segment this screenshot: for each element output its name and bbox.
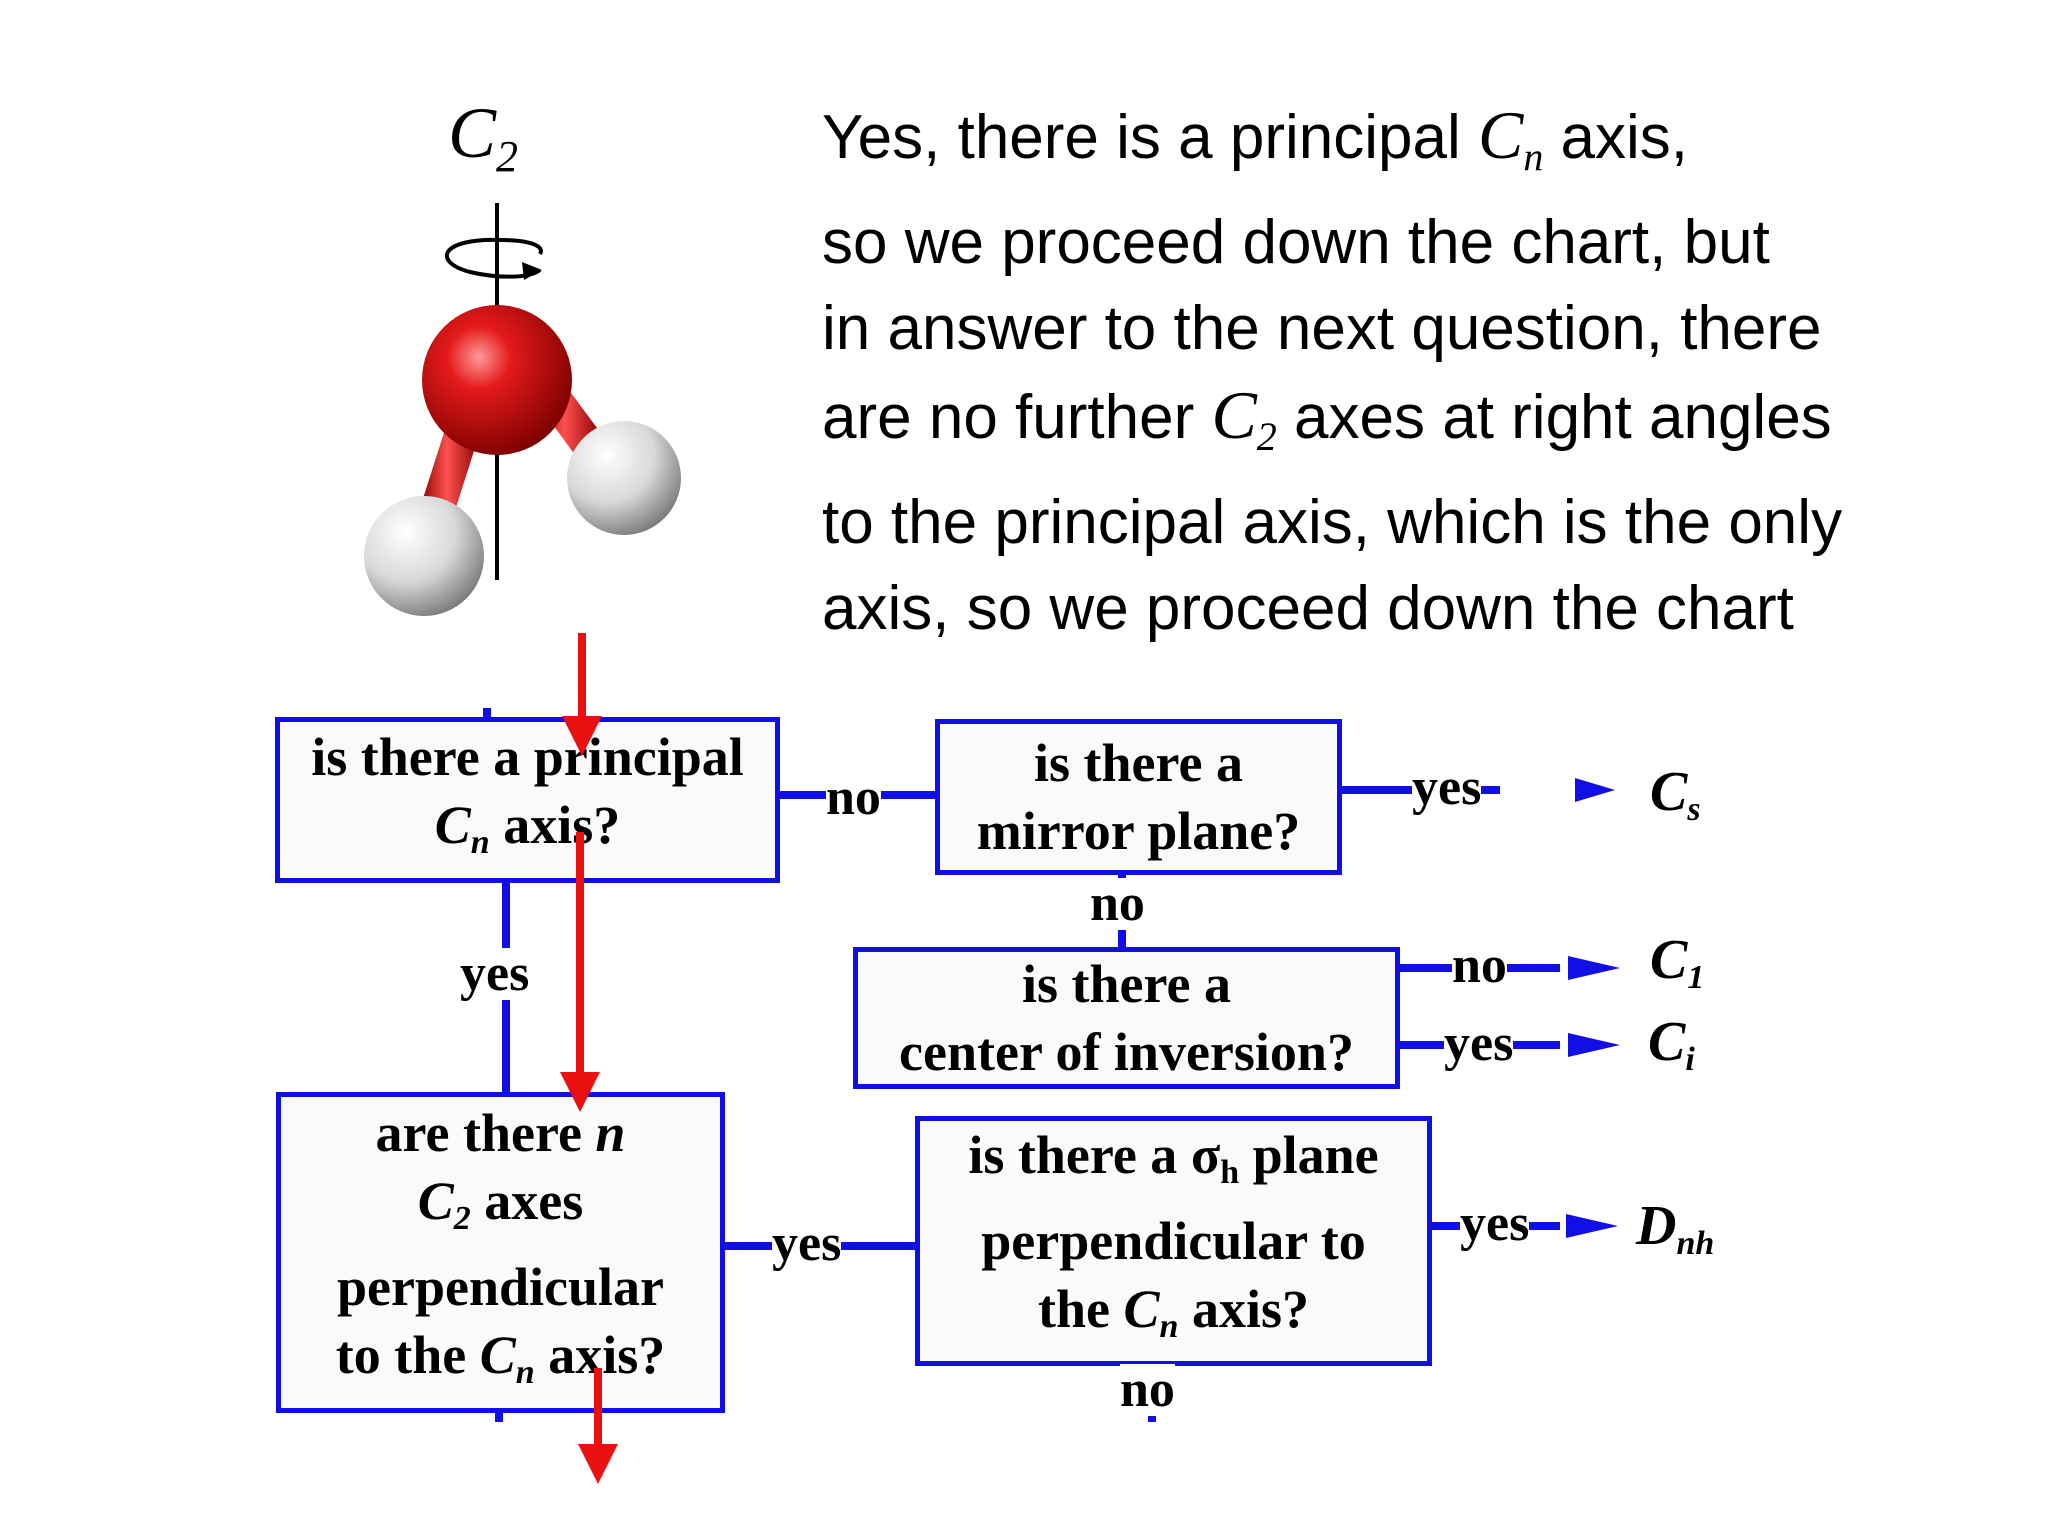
q-inversion-line2: center of inversion?	[899, 1022, 1354, 1082]
arrowhead-cs-lower	[1575, 790, 1615, 802]
q-c2axes-cn-subscript: n	[515, 1353, 535, 1391]
result-cs-letter: C	[1650, 761, 1688, 823]
c2-inline-subscript: 2	[1256, 414, 1277, 459]
q-c2axes-line4: to the Cn axis?	[336, 1321, 665, 1407]
sigma-subscript: h	[1220, 1154, 1240, 1191]
q-principal-cn-subscript: n	[470, 824, 490, 861]
hydrogen-atom-right	[567, 421, 681, 535]
arrowhead-c1	[1568, 956, 1620, 980]
c2-symbol: C	[448, 93, 497, 173]
q-c2axes-cn-letter: C	[479, 1324, 516, 1385]
label-sigma-yes: yes	[1460, 1195, 1530, 1252]
sigma-symbol: σ	[1190, 1125, 1221, 1185]
c2-axis-label: C2	[448, 92, 518, 182]
q-c2axes-line1: are there n	[376, 1099, 626, 1167]
q-sigma-line1: is there a σh plane	[968, 1121, 1378, 1207]
question-sigma-h-plane-box: is there a σh plane perpendicular to the…	[915, 1116, 1432, 1366]
result-c1: C1	[1650, 932, 1704, 995]
explanation-line-1: Yes, there is a principal Cn axis,	[822, 92, 2022, 200]
result-c1-subscript: 1	[1687, 959, 1705, 996]
q-mirror-line1: is there a	[1034, 733, 1243, 793]
label-inversion-yes: yes	[1444, 1015, 1514, 1072]
result-dnh-subscript: nh	[1676, 1225, 1715, 1262]
q-mirror-line2: mirror plane?	[976, 801, 1301, 861]
q-sigma-cn-subscript: n	[1159, 1308, 1179, 1345]
q-c2axes-c2-subscript: 2	[453, 1199, 471, 1237]
label-mirror-no: no	[1090, 875, 1145, 932]
path-arrow-out-of-c2axes	[578, 1368, 618, 1484]
q-principal-cn-letter: C	[434, 795, 471, 855]
arrowhead-cs	[1575, 778, 1615, 790]
path-arrow-principal-to-c2axes	[560, 832, 600, 1112]
q-sigma-line3-pre: the	[1038, 1279, 1124, 1339]
q-sigma-line3-post: axis?	[1178, 1279, 1309, 1339]
q-c2axes-line2: C2 axes	[418, 1167, 584, 1253]
question-principal-axis-box: is there a principal Cn axis?	[275, 717, 780, 883]
q-sigma-line1-post: plane	[1239, 1125, 1379, 1185]
explanation-line-2: so we proceed down the chart, but	[822, 208, 1770, 277]
result-ci: Ci	[1648, 1014, 1695, 1077]
c2-inline-symbol: C2	[1211, 377, 1276, 459]
explanation-line-1-pre: Yes, there is a principal	[822, 103, 1478, 172]
rotation-arrow-icon	[444, 237, 543, 280]
q-c2axes-line4-pre: to the	[335, 1324, 480, 1385]
label-principal-yes: yes	[460, 945, 530, 1002]
explanation-line-4: are no further C2 axes at right angles	[822, 372, 2022, 480]
label-c2axes-yes: yes	[772, 1215, 842, 1272]
label-sigma-no: no	[1120, 1361, 1175, 1418]
cn-symbol-subscript: n	[1523, 134, 1544, 179]
explanation-text: Yes, there is a principal Cn axis, so we…	[822, 92, 2022, 652]
result-dnh-letter: D	[1636, 1195, 1677, 1257]
cn-symbol-letter: C	[1477, 97, 1524, 173]
result-c1-letter: C	[1650, 929, 1688, 991]
result-ci-letter: C	[1648, 1011, 1686, 1073]
result-dnh: Dnh	[1636, 1198, 1714, 1261]
label-principal-no: no	[826, 769, 881, 826]
explanation-line-4-post: axes at right angles	[1276, 383, 1832, 452]
question-inversion-center-box: is there a center of inversion?	[853, 947, 1400, 1089]
explanation-line-6: axis, so we proceed down the chart	[822, 574, 1794, 643]
q-sigma-line3: the Cn axis?	[1038, 1275, 1309, 1361]
q-inversion-line1: is there a	[1022, 954, 1231, 1014]
explanation-line-1-post: axis,	[1543, 103, 1689, 172]
q-sigma-line2: perpendicular to	[981, 1211, 1366, 1271]
label-inversion-no: no	[1452, 937, 1507, 994]
c2-subscript: 2	[496, 132, 519, 181]
arrowhead-ci	[1568, 1033, 1620, 1057]
q-sigma-cn-letter: C	[1123, 1279, 1160, 1339]
explanation-line-3: in answer to the next question, there	[822, 294, 1822, 363]
q-sigma-line1-pre: is there a	[968, 1125, 1191, 1185]
q-c2axes-line4-post: axis?	[534, 1324, 666, 1385]
q-c2axes-line1-pre: are there	[375, 1102, 596, 1163]
label-mirror-yes: yes	[1412, 759, 1482, 816]
q-c2axes-c2-letter: C	[417, 1170, 454, 1231]
oxygen-atom	[422, 305, 572, 455]
result-cs-subscript: s	[1687, 791, 1701, 828]
result-cs: Cs	[1650, 764, 1701, 827]
q-principal-line1: is there a principal	[311, 727, 744, 787]
q-principal-line2-post: axis?	[489, 795, 621, 855]
q-principal-line2: Cn axis?	[435, 791, 620, 877]
arrowhead-dnh	[1566, 1214, 1618, 1238]
hydrogen-atom-left	[364, 496, 484, 616]
c2-inline-letter: C	[1211, 377, 1257, 453]
question-mirror-plane-box: is there a mirror plane?	[935, 719, 1342, 875]
question-perpendicular-c2-box: are there n C2 axes perpendicular to the…	[276, 1092, 725, 1413]
result-ci-subscript: i	[1685, 1041, 1695, 1078]
explanation-line-4-pre: are no further	[822, 383, 1212, 452]
path-arrow-into-principal	[562, 633, 602, 756]
q-c2axes-n: n	[595, 1102, 626, 1163]
q-c2axes-line2-post: axes	[470, 1170, 584, 1231]
cn-symbol: Cn	[1477, 97, 1543, 179]
q-c2axes-line3: perpendicular	[336, 1256, 664, 1317]
explanation-line-5: to the principal axis, which is the only	[822, 488, 1843, 557]
